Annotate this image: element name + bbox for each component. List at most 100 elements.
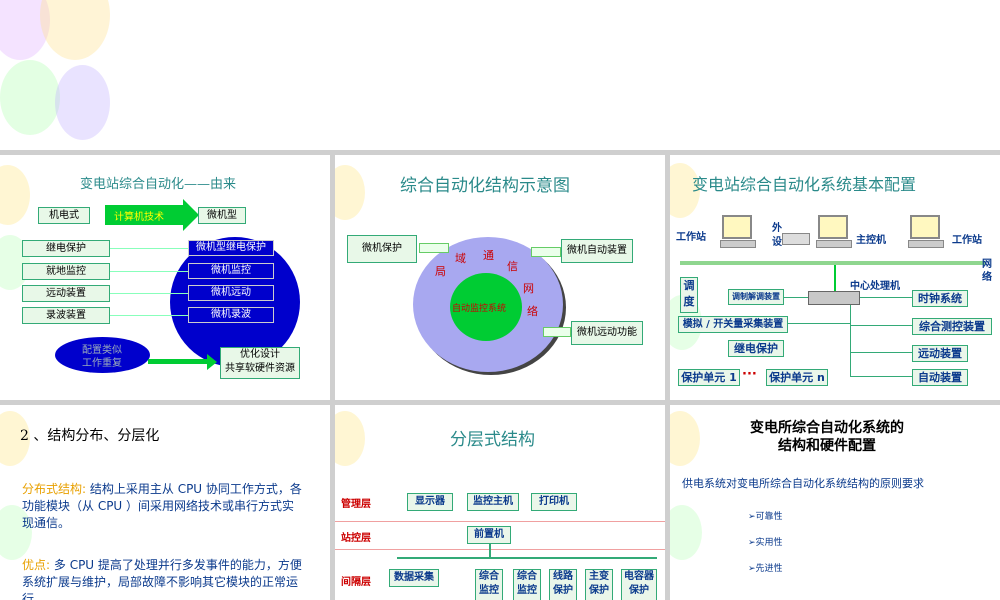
clock-box: 时钟系统 <box>912 290 968 307</box>
balloon-decoration <box>670 505 702 560</box>
network-label-1: 网 <box>982 259 992 270</box>
double-arrow <box>531 247 561 257</box>
layer-divider <box>335 521 665 522</box>
micro-recorder-box: 微机录波 <box>188 307 274 323</box>
bus-connector <box>489 544 491 557</box>
balloon-decoration <box>40 0 110 60</box>
bus-line <box>850 352 912 353</box>
data-acquisition-box: 数据采集 <box>389 569 439 587</box>
auto-box: 自动装置 <box>912 369 968 386</box>
balloon-decoration <box>335 411 365 466</box>
bullet-item: ➢先进性 <box>748 561 783 574</box>
micro-relay-box: 微机型继电保护 <box>188 240 274 256</box>
ring-char: 域 <box>455 252 466 265</box>
bullet-text: 先进性 <box>755 564 783 574</box>
remote-box: 远动装置 <box>912 345 968 362</box>
double-arrow <box>543 327 571 337</box>
layer-divider <box>335 549 665 550</box>
blue-circle <box>170 237 300 367</box>
balloon-decoration <box>0 60 60 135</box>
connector-line <box>110 315 188 316</box>
slide-hardware-config[interactable]: 变电所综合自动化系统的 结构和硬件配置 供电系统对变电所综合自动化系统结构的原则… <box>670 405 1000 600</box>
result-box: 优化设计 共享软硬件资源 <box>220 347 300 379</box>
paragraph-1-label: 分布式结构: <box>22 482 87 496</box>
slide-subtitle: 供电系统对变电所综合自动化系统结构的原则要求 <box>682 477 924 490</box>
connector-line <box>110 248 188 249</box>
bullet-item: ➢可靠性 <box>748 509 783 522</box>
arrow-label: 计算机技术 <box>114 212 164 223</box>
arrow-head-2 <box>207 354 217 370</box>
printer-box: 打印机 <box>531 493 577 511</box>
balloon-decoration <box>670 411 700 466</box>
green-arrow-2 <box>148 359 208 364</box>
bus-line <box>784 297 808 298</box>
slide-structure-diagram[interactable]: 综合自动化结构示意图 自动监控系统 局 域 通 信 网 络 微机保护 微机自动装… <box>335 155 665 400</box>
slide-origin[interactable]: 变电站综合自动化——由来 机电式 计算机技术 微机型 继电保护 就地监控 远动装… <box>0 155 330 400</box>
bus-line <box>788 323 850 324</box>
ellipse-text-1: 配置类似 <box>82 345 122 356</box>
bullet-text: 可靠性 <box>755 512 783 522</box>
io-box: 模拟 / 开关量采集装置 <box>678 316 788 333</box>
slide-title: 分层式结构 <box>450 430 535 450</box>
network-label-2: 络 <box>982 272 992 283</box>
bay-box-text: 综合监控 <box>517 571 537 596</box>
peripheral-label-1: 外 <box>772 223 782 234</box>
ring-char: 局 <box>435 265 446 278</box>
dispatch-char-2: 度 <box>683 295 695 308</box>
computer-icon <box>910 215 940 239</box>
bay-bus <box>397 557 657 559</box>
connector-line <box>110 271 188 272</box>
workstation-left-label: 工作站 <box>676 232 706 243</box>
slide-title: 2 、结构分布、分层化 <box>20 428 160 444</box>
paragraph-1-text: 结构上采用主从 CPU 协同工作方式，各功能模块（从 CPU ）间采用网络技术或… <box>22 482 302 530</box>
recorder-box: 录波装置 <box>22 307 110 324</box>
micro-remote-box: 微机远动功能 <box>571 321 643 345</box>
result-line-2: 共享软硬件资源 <box>225 363 295 374</box>
balloon-decoration <box>0 165 30 225</box>
workstation-right-label: 工作站 <box>952 235 982 246</box>
capacitor-protection-box: 电容器保护 <box>621 569 657 600</box>
balloon-decoration <box>55 65 110 140</box>
dispatch-box: 调 度 <box>680 277 698 313</box>
micro-protection-box: 微机保护 <box>347 235 417 263</box>
dispatch-char-1: 调 <box>683 279 695 292</box>
slide-title: 综合自动化结构示意图 <box>400 176 570 196</box>
slide-distributed[interactable]: 2 、结构分布、分层化 分布式结构: 结构上采用主从 CPU 协同工作方式，各功… <box>0 405 330 600</box>
paragraph-1: 分布式结构: 结构上采用主从 CPU 协同工作方式，各功能模块（从 CPU ）间… <box>22 481 302 532</box>
host-computer-icon <box>818 215 848 239</box>
top-area <box>0 0 1000 150</box>
slide-layered[interactable]: 分层式结构 管理层 站控层 间隔层 显示器 监控主机 打印机 前置机 数据采集 … <box>335 405 665 600</box>
micro-auto-device-box: 微机自动装置 <box>561 239 633 263</box>
paragraph-2-label: 优点: <box>22 558 51 572</box>
host-label: 主控机 <box>856 235 886 246</box>
bus-line <box>850 376 912 377</box>
layer-label-station: 站控层 <box>341 533 371 544</box>
computer-icon <box>722 215 752 239</box>
computer-base-icon <box>720 240 756 248</box>
center-label: 自动监控系统 <box>452 304 507 314</box>
bus-line <box>834 265 836 291</box>
host-base-icon <box>816 240 852 248</box>
ring-char: 通 <box>483 249 494 262</box>
slide-title: 变电站综合自动化——由来 <box>80 177 237 192</box>
telecontrol-box: 远动装置 <box>22 285 110 302</box>
frontend-box: 前置机 <box>467 526 511 544</box>
bullet-arrow-icon: ➢ <box>748 512 756 522</box>
integrated-monitor-box-2: 综合监控 <box>513 569 541 600</box>
display-box: 显示器 <box>407 493 453 511</box>
paragraph-2-text: 多 CPU 提高了处理并行多发事件的能力，方便系统扩展与维护，局部故障不影响其它… <box>22 558 302 600</box>
center-cpu-label: 中心处理机 <box>850 281 900 292</box>
balloon-decoration <box>335 165 365 220</box>
ring-char: 络 <box>527 305 538 318</box>
ellipse-text-2: 工作重复 <box>82 358 122 369</box>
bay-box-text: 综合监控 <box>479 571 499 596</box>
computer-tech-arrow <box>105 205 183 225</box>
slide-basic-config[interactable]: 变电站综合自动化系统基本配置 工作站 外 设 主控机 工作站 网 络 中心处理机… <box>670 155 1000 400</box>
electromech-box: 机电式 <box>38 207 90 224</box>
paragraph-2: 优点: 多 CPU 提高了处理并行多发事件的能力，方便系统扩展与维护，局部故障不… <box>22 557 302 600</box>
ring-char: 网 <box>523 282 534 295</box>
unit-n-box: 保护单元 n <box>766 369 828 386</box>
bus-line <box>860 297 912 298</box>
peripheral-label-2: 设 <box>772 237 782 248</box>
bullet-text: 实用性 <box>755 538 783 548</box>
